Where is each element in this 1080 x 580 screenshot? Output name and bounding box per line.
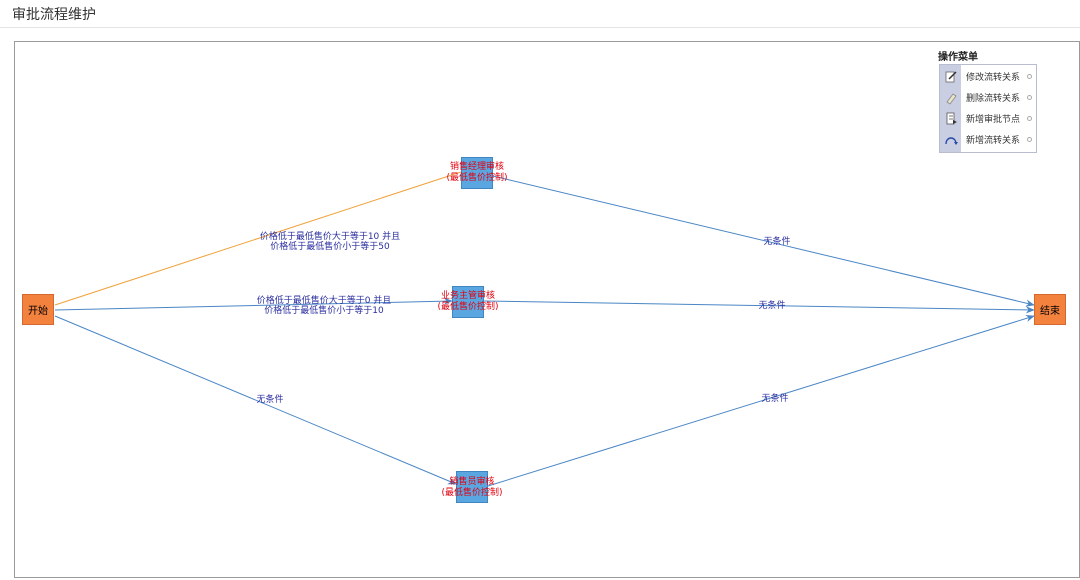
edge-salesperson-to-end[interactable] [487,314,1035,487]
edge-supervisor-to-end[interactable] [483,300,1035,314]
menu-title: 操作菜单 [938,52,978,63]
menu-item-add-node[interactable]: 新增审批节点 [940,108,1036,129]
menu-item-dot [1027,95,1032,100]
menu-item-add-link[interactable]: 新增流转关系 [940,129,1036,150]
add-link-icon [940,129,961,150]
eraser-icon [940,87,961,108]
page-header: 审批流程维护 [0,0,1080,28]
edit-icon [940,66,961,87]
operation-menu: 修改流转关系 删除流转关系 新增审批节点 [939,64,1037,153]
sales-manager-node[interactable] [461,157,493,189]
salesperson-node[interactable] [456,471,488,503]
menu-item-dot [1027,74,1032,79]
edge-label-manager-to-end: 无条件 [763,237,791,247]
edge-start-to-supervisor[interactable] [54,297,453,311]
edge-label-salesperson-to-end: 无条件 [761,394,789,404]
start-node-label: 开始 [28,306,48,317]
edge-label-start-to-manager: 价格低于最低售价大于等于10 并且 价格低于最低售价小于等于50 [259,232,401,252]
menu-item-dot [1027,116,1032,121]
sales-manager-node-label: 销售经理审核 (最低售价控制) [446,162,508,183]
start-node[interactable]: 开始 [22,294,54,325]
edge-label-start-to-supervisor: 价格低于最低售价大于等于0 并且 价格低于最低售价小于等于10 [256,296,392,316]
edge-start-to-manager[interactable] [54,171,462,306]
add-node-icon [940,108,961,129]
end-node[interactable]: 结束 [1034,294,1066,325]
edge-label-supervisor-to-end: 无条件 [758,301,786,311]
page-title: 审批流程维护 [12,7,96,23]
edge-label-start-to-salesperson: 无条件 [256,395,284,405]
menu-item-delete-link[interactable]: 删除流转关系 [940,87,1036,108]
end-node-label: 结束 [1040,306,1060,317]
menu-icon-strip [940,65,961,152]
edge-start-to-salesperson[interactable] [54,315,457,485]
edge-manager-to-end[interactable] [492,175,1035,307]
business-supervisor-node-label: 业务主管审核 (最低售价控制) [437,291,499,312]
flow-canvas[interactable] [14,41,1080,578]
salesperson-node-label: 销售员审核 (最低售价控制) [441,477,503,498]
menu-item-dot [1027,137,1032,142]
business-supervisor-node[interactable] [452,286,484,318]
menu-item-edit-link[interactable]: 修改流转关系 [940,66,1036,87]
